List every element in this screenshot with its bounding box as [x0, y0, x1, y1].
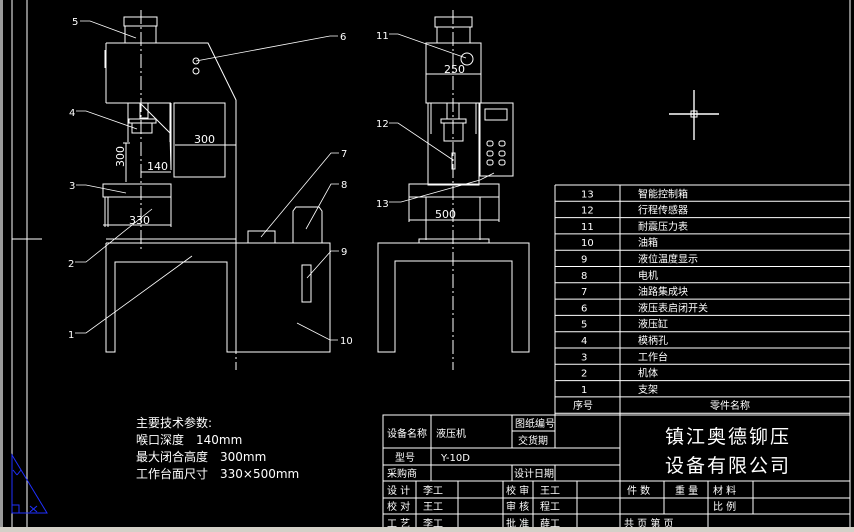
balloon-8: 8	[341, 180, 347, 191]
title-block-text: 设备名称 液压机 图纸编号 交货期 型号 Y-10D 采购商 设计日期 设 计 …	[387, 417, 791, 530]
part-name: 油路集成块	[638, 285, 688, 298]
side-balloons: 11 12 13	[376, 31, 495, 210]
audit-label: 审 核	[506, 500, 529, 513]
part-number: 13	[581, 189, 594, 200]
part-name: 耐震压力表	[638, 220, 688, 233]
part-name: 液压表启闭开关	[638, 301, 708, 314]
review-label: 校 审	[506, 484, 529, 497]
qty-label: 件 数	[627, 484, 650, 497]
crosshair-cursor-icon	[669, 90, 719, 140]
part-number: 3	[581, 352, 587, 363]
param-throat-value: 140mm	[196, 433, 242, 447]
param-height-value: 300mm	[220, 450, 266, 464]
param-throat-label: 喉口深度	[136, 432, 184, 447]
part-name: 工作台	[638, 350, 668, 363]
param-height-label: 最大闭合高度	[136, 449, 208, 464]
company-name-line2: 设备有限公司	[665, 455, 791, 477]
part-number: 7	[581, 287, 587, 298]
part-number: 8	[581, 271, 587, 282]
title-block	[382, 414, 851, 532]
part-name: 油箱	[638, 236, 658, 249]
part-name: 支架	[638, 384, 658, 396]
part-number: 1	[581, 385, 587, 396]
equipment-name: 液压机	[436, 427, 466, 440]
balloon-7: 7	[341, 149, 347, 160]
equipment-name-label: 设备名称	[387, 427, 427, 440]
part-name: 智能控制箱	[638, 187, 688, 200]
part-number: 11	[581, 222, 594, 233]
design-date-label: 设计日期	[514, 467, 554, 480]
sheet-label: 共 页 第 页	[624, 517, 674, 530]
part-name: 机体	[638, 367, 658, 380]
window-left-edge	[0, 0, 3, 532]
dim-throat-140: 140	[147, 160, 168, 173]
part-number: 6	[581, 303, 587, 314]
front-dimensions: 300 300 140 330	[103, 133, 236, 227]
approve-label: 批 准	[506, 517, 529, 530]
balloon-5: 5	[72, 17, 78, 28]
parts-header-name: 零件名称	[710, 399, 750, 412]
delivery-label: 交货期	[518, 434, 548, 447]
tech-params: 主要技术参数: 喉口深度 140mm 最大闭合高度 300mm 工作台面尺寸 3…	[136, 415, 299, 481]
balloon-13: 13	[376, 199, 389, 210]
balloon-10: 10	[340, 336, 353, 347]
part-name: 液压缸	[638, 318, 668, 331]
balloon-1: 1	[68, 330, 74, 341]
part-number: 4	[581, 336, 587, 347]
buyer-label: 采购商	[387, 467, 417, 480]
part-number: 9	[581, 255, 587, 266]
part-number: 10	[581, 238, 594, 249]
audit-by: 程工	[540, 501, 560, 513]
model-label: 型号	[395, 451, 415, 464]
model-value: Y-10D	[440, 453, 470, 464]
ucs-icon	[11, 453, 48, 514]
front-view	[102, 10, 331, 370]
status-bar	[0, 527, 854, 532]
part-number: 12	[581, 206, 594, 217]
drawing-no-label: 图纸编号	[515, 417, 555, 430]
part-name: 液位温度显示	[638, 253, 698, 266]
front-balloons: 5 6 4 3 2 1 7 8 9 10	[68, 17, 353, 347]
param-table-label: 工作台面尺寸	[136, 466, 208, 481]
dim-table-500: 500	[435, 208, 456, 221]
part-name: 行程传感器	[638, 204, 688, 217]
balloon-12: 12	[376, 119, 389, 130]
control-buttons-icon	[486, 140, 506, 166]
balloon-3: 3	[69, 181, 75, 192]
check-by: 王工	[423, 502, 443, 513]
dim-gauge-250: 250	[444, 63, 465, 76]
part-name: 电机	[638, 269, 658, 282]
weight-label: 重 量	[675, 484, 698, 497]
balloon-11: 11	[376, 31, 389, 42]
balloon-9: 9	[341, 247, 347, 258]
balloon-2: 2	[68, 259, 74, 270]
side-dimensions: 250 500	[409, 63, 499, 221]
company-name-line1: 镇江奥德铆压	[665, 426, 791, 448]
part-number: 5	[581, 320, 587, 331]
design-by: 李工	[423, 484, 443, 497]
process-by: 李工	[423, 517, 443, 530]
balloon-6: 6	[340, 32, 346, 43]
dim-height-300: 300	[114, 146, 127, 167]
param-table-value: 330×500mm	[220, 467, 299, 481]
part-name: 模柄孔	[638, 334, 668, 347]
side-view	[377, 10, 530, 370]
parts-header-no: 序号	[573, 399, 593, 412]
design-label: 设 计	[387, 484, 410, 497]
scale-label: 比 例	[713, 500, 736, 513]
tech-params-title: 主要技术参数:	[136, 415, 212, 430]
material-label: 材 料	[713, 484, 736, 497]
balloon-4: 4	[69, 108, 75, 119]
part-number: 2	[581, 369, 587, 380]
dim-width-300: 300	[194, 133, 215, 146]
review-by: 王工	[540, 486, 560, 497]
check-label: 校 对	[387, 500, 410, 513]
